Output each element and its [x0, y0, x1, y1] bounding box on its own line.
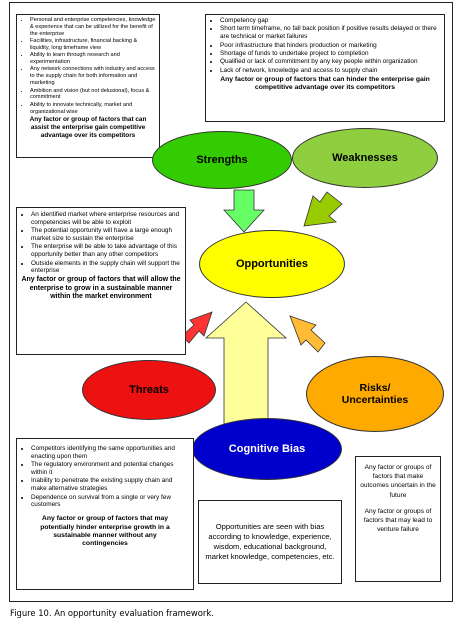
strengths-item: Facilities, infrastructure, financial ba…	[30, 38, 156, 52]
cognitive-bias-ellipse: Cognitive Bias	[192, 418, 342, 480]
weaknesses-box: Competency gap Short term timeframe, no …	[205, 14, 445, 122]
opportunities-ellipse: Opportunities	[199, 230, 345, 298]
strengths-ellipse: Strengths	[152, 131, 292, 189]
opportunities-box: An identified market where enterprise re…	[16, 207, 186, 355]
opportunities-item: The potential opportunity will have a la…	[31, 227, 181, 243]
risks-label-line2: Uncertainties	[341, 394, 409, 406]
cognitive-bias-text: Opportunities are seen with bias accordi…	[205, 521, 335, 562]
opportunities-item: Outside elements in the supply chain wil…	[31, 260, 181, 276]
weaknesses-item: Lack of network, knowledge and access to…	[220, 67, 440, 75]
strengths-item: Ability to learn through research and ex…	[30, 52, 156, 66]
strengths-arrow	[223, 189, 265, 233]
threats-item: Inability to penetrate the existing supp…	[31, 477, 189, 493]
weaknesses-ellipse: Weaknesses	[292, 128, 438, 188]
opportunities-label: Opportunities	[235, 258, 309, 270]
risks-arrow	[289, 315, 326, 353]
weaknesses-item: Competency gap	[220, 17, 440, 25]
opportunities-item: The enterprise will be able to take adva…	[31, 243, 181, 259]
risks-label-line1: Risks/	[359, 382, 391, 394]
strengths-item: Personal and enterprise competencies, kn…	[30, 17, 156, 37]
figure-caption: Figure 10. An opportunity evaluation fra…	[10, 608, 214, 618]
strengths-item: Ability to innovate technically, market …	[30, 102, 156, 116]
weaknesses-item: Qualified or lack of commitment by any k…	[220, 58, 440, 66]
threats-ellipse: Threats	[82, 360, 216, 420]
threats-summary: Any factor or group of factors that may …	[40, 515, 170, 548]
weaknesses-arrow	[303, 191, 343, 227]
cognitive-bias-label: Cognitive Bias	[228, 443, 306, 455]
threats-box: Competitors identifying the same opportu…	[16, 438, 194, 590]
weaknesses-item: Shortage of funds to undertake project t…	[220, 50, 440, 58]
risks-ellipse: Risks/ Uncertainties	[306, 356, 444, 432]
figure-frame	[9, 2, 453, 602]
threats-label: Threats	[129, 384, 169, 396]
weaknesses-summary: Any factor or group of factors that can …	[220, 75, 430, 91]
risks-text-2: Any factor or groups of factors that may…	[363, 507, 433, 534]
strengths-summary: Any factor or group of factors that can …	[29, 116, 147, 139]
threats-item: Dependence on survival from a single or …	[31, 494, 189, 510]
strengths-label: Strengths	[196, 154, 248, 166]
opportunities-summary: Any factor or group of factors that will…	[21, 276, 181, 301]
strengths-box: Personal and enterprise competencies, kn…	[16, 14, 160, 158]
risks-box: Any factor or groups of factors that mak…	[355, 456, 441, 582]
cognitive-bias-box: Opportunities are seen with bias accordi…	[198, 500, 342, 584]
opportunities-item: An identified market where enterprise re…	[31, 211, 181, 227]
strengths-item: Any network connections with industry an…	[30, 66, 156, 86]
threats-item: The regulatory environment and potential…	[31, 461, 189, 477]
weaknesses-item: Short term timeframe, no fall back posit…	[220, 25, 440, 41]
risks-text-1: Any factor or groups of factors that mak…	[360, 464, 436, 499]
cognitive-bias-arrow	[204, 301, 288, 431]
threats-item: Competitors identifying the same opportu…	[31, 445, 189, 461]
weaknesses-item: Poor infrastructure that hinders product…	[220, 42, 440, 50]
strengths-item: Ambition and vision (but not delusional)…	[30, 88, 156, 102]
weaknesses-label: Weaknesses	[332, 152, 398, 164]
